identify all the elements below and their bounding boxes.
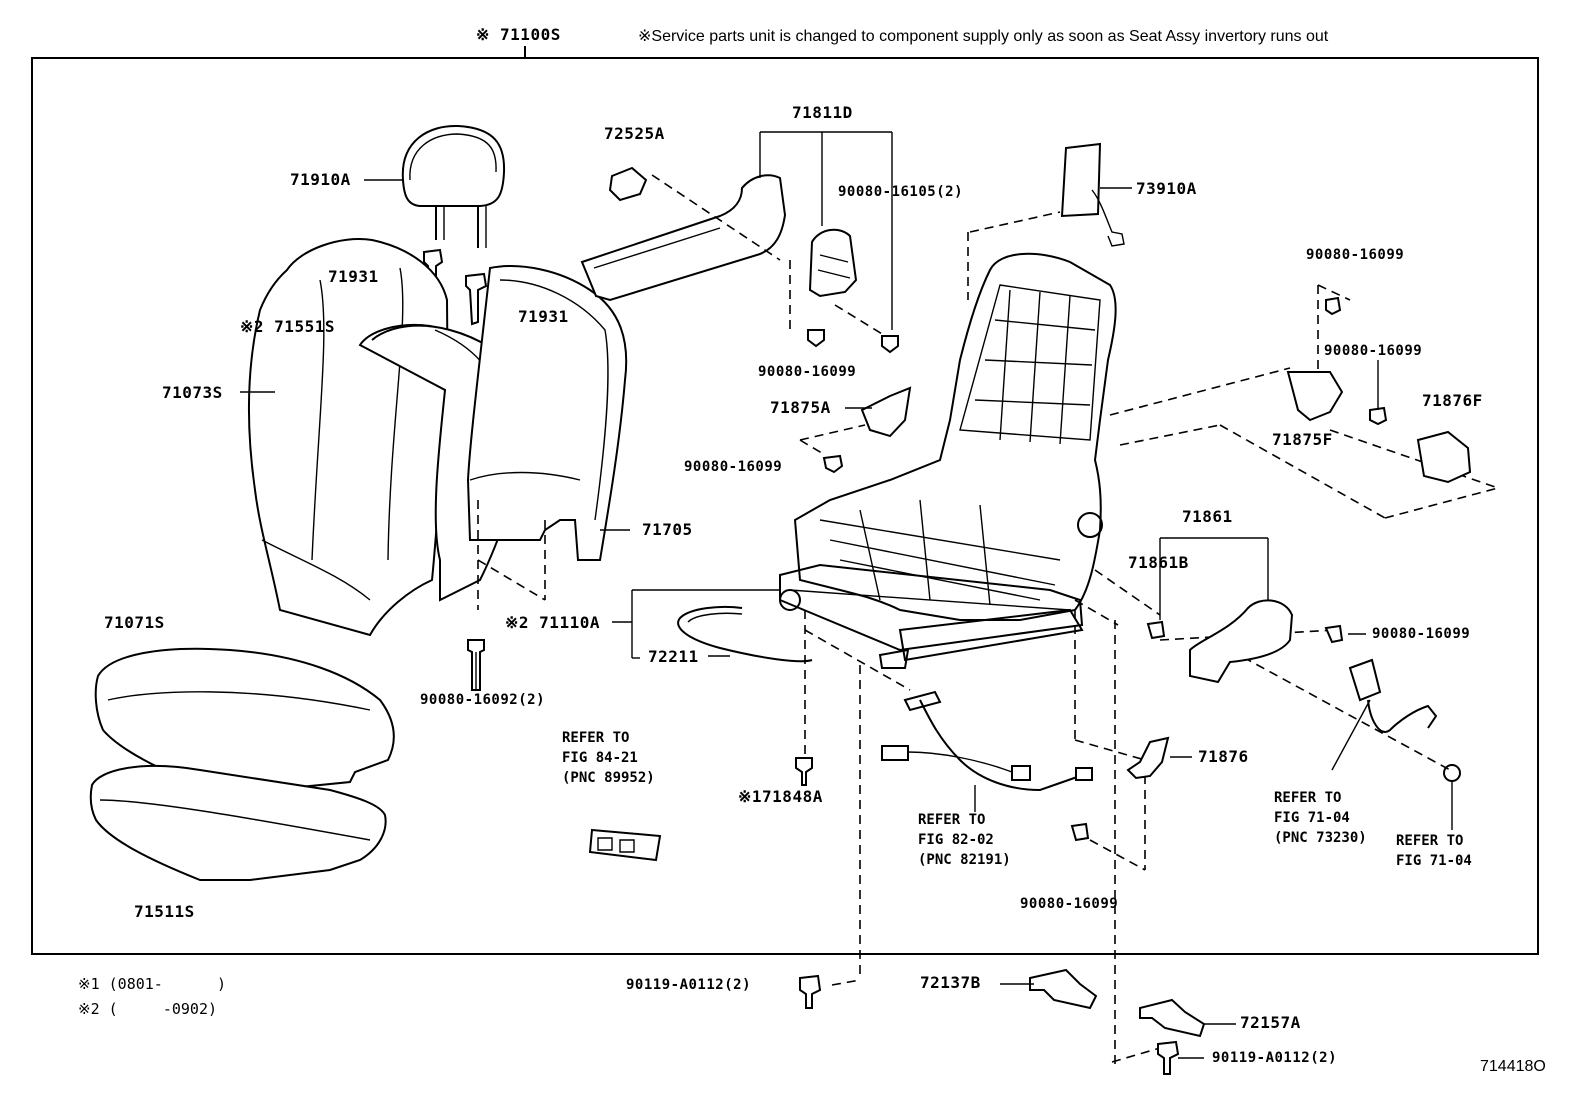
part-71861: 71861 xyxy=(1182,507,1233,526)
seat-cushion-drawing xyxy=(89,647,395,881)
part-71931-b: 71931 xyxy=(518,307,569,326)
part-71861B: 71861B xyxy=(1128,553,1189,572)
part-71876: 71876 xyxy=(1198,747,1249,766)
service-notice: ※Service parts unit is changed to compon… xyxy=(638,28,1329,45)
part-71910A: 71910A xyxy=(290,170,351,189)
part-71811D: 71811D xyxy=(792,103,853,122)
part-71551S: ※2 71551S xyxy=(240,317,335,336)
part-90080-16105: 90080-16105(2) xyxy=(838,184,964,200)
part-72157A: 72157A xyxy=(1240,1013,1301,1032)
assembly-number: ※ 71100S xyxy=(476,25,561,44)
part-71931-a: 71931 xyxy=(328,267,379,286)
footnote-2: ※2 ( -0902) xyxy=(78,1000,217,1018)
armrest-drawing xyxy=(580,131,899,354)
part-90080-16092: 90080-16092(2) xyxy=(420,692,546,708)
seat-frame-drawing xyxy=(779,252,1117,669)
part-72137B: 72137B xyxy=(920,973,981,992)
part-90080-16099-e: 90080-16099 xyxy=(1372,626,1471,642)
part-90119-A0112-a: 90119-A0112(2) xyxy=(626,977,752,993)
refer-fig-82-02: REFER TO FIG 82-02 (PNC 82191) xyxy=(918,812,1011,868)
part-90080-16099-f: 90080-16099 xyxy=(1020,896,1119,912)
headrest-drawing xyxy=(364,124,506,248)
footnote-1: ※1 (0801- ) xyxy=(78,975,227,993)
part-71110A: ※2 71110A xyxy=(505,613,600,632)
part-71073S: 71073S xyxy=(162,383,223,402)
bolt-90080-16092 xyxy=(467,639,485,691)
part-71071S: 71071S xyxy=(104,613,165,632)
figure-id: 714418O xyxy=(1480,1058,1546,1075)
part-72211: 72211 xyxy=(648,647,699,666)
part-90080-16099-a: 90080-16099 xyxy=(758,364,857,380)
refer-fig-71-04-b: REFER TO FIG 71-04 xyxy=(1396,833,1472,869)
part-71705: 71705 xyxy=(642,520,693,539)
part-72525A: 72525A xyxy=(604,124,665,143)
back-board-drawing xyxy=(466,265,630,561)
refer-fig-71-04-a: REFER TO FIG 71-04 (PNC 73230) xyxy=(1274,790,1367,846)
part-71848A: ※171848A xyxy=(738,787,823,806)
airbag-module-drawing xyxy=(1060,142,1132,247)
part-71875F: 71875F xyxy=(1272,430,1333,449)
part-73910A: 73910A xyxy=(1136,179,1197,198)
part-71875A: 71875A xyxy=(770,398,831,417)
refer-fig-84-21: REFER TO FIG 84-21 (PNC 89952) xyxy=(562,730,655,786)
part-71876F: 71876F xyxy=(1422,391,1483,410)
part-90080-16099-c: 90080-16099 xyxy=(1306,247,1405,263)
part-71511S: 71511S xyxy=(134,902,195,921)
part-90080-16099-b: 90080-16099 xyxy=(684,459,783,475)
assembly-frame xyxy=(31,57,1539,955)
part-90119-A0112-b: 90119-A0112(2) xyxy=(1212,1050,1338,1066)
part-90080-16099-d: 90080-16099 xyxy=(1324,343,1423,359)
